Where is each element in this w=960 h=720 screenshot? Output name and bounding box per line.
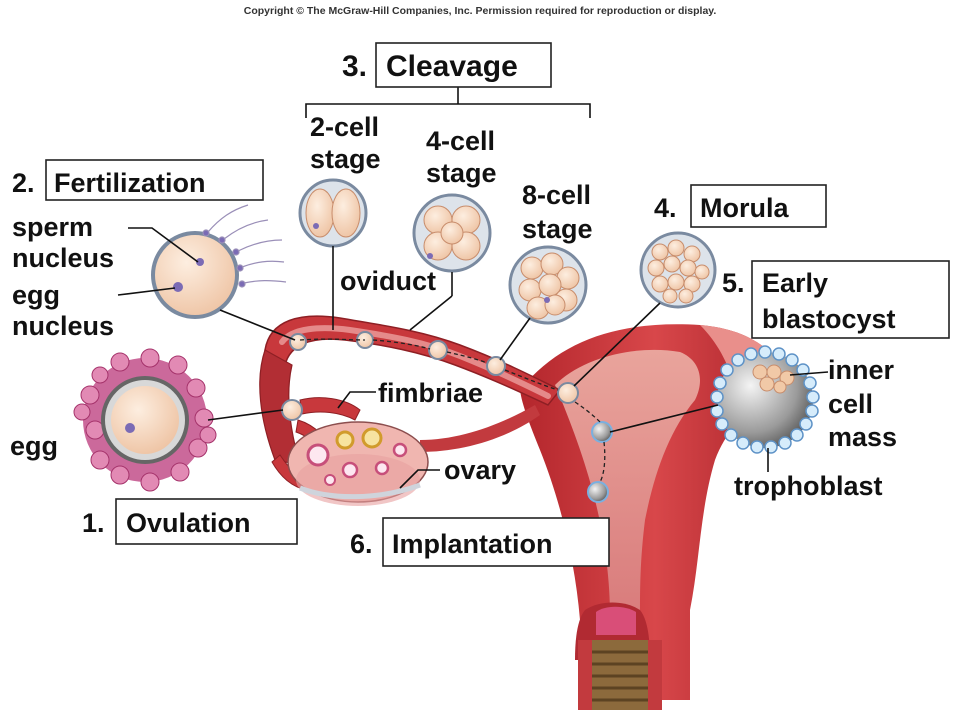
leader-lines — [117, 84, 829, 489]
ovulation-box — [115, 498, 298, 545]
fimbriae-label: fimbriae — [378, 378, 483, 408]
ovary-label: ovary — [444, 455, 516, 485]
two-cell-stage-illustration — [298, 178, 368, 248]
eight-cell-label-line1: 8-cell — [522, 180, 591, 210]
eight-cell-label-line2: stage — [522, 214, 593, 244]
implantation-box — [382, 517, 610, 567]
four-cell-label-line2: stage — [426, 158, 497, 188]
inner-cell-mass-label-line2: cell — [828, 389, 873, 419]
implantation-title: Implantation — [392, 529, 553, 559]
eight-cell-stage-illustration — [508, 245, 588, 325]
ovary-illustration — [287, 421, 429, 506]
ovulation-number: 1. — [82, 508, 105, 538]
sperm-nucleus-label-line1: sperm — [12, 212, 93, 242]
ovulation-title: Ovulation — [126, 508, 251, 538]
morula-title: Morula — [700, 193, 789, 223]
egg-label: egg — [10, 431, 58, 461]
trophoblast-label: trophoblast — [734, 471, 883, 501]
two-cell-label-line2: stage — [310, 144, 381, 174]
four-cell-label-line1: 4-cell — [426, 126, 495, 156]
blastocyst-number: 5. — [722, 268, 745, 298]
two-cell-label-line1: 2-cell — [310, 112, 379, 142]
egg-illustration — [73, 348, 217, 492]
blastocyst-title-line2: blastocyst — [762, 304, 896, 334]
inner-cell-mass-label-line3: mass — [828, 422, 897, 452]
implantation-number: 6. — [350, 529, 373, 559]
cleavage-number: 3. — [342, 50, 367, 83]
morula-number: 4. — [654, 193, 677, 223]
oviduct-label: oviduct — [340, 266, 436, 296]
fertilization-title: Fertilization — [54, 168, 206, 198]
copyright-notice: Copyright © The McGraw-Hill Companies, I… — [244, 5, 717, 17]
fertilization-number: 2. — [12, 168, 35, 198]
egg-nucleus-label-line1: egg — [12, 280, 60, 310]
egg-nucleus-label-line2: nucleus — [12, 311, 114, 341]
inner-cell-mass-label-line1: inner — [828, 355, 895, 385]
blastocyst-title-line1: Early — [762, 268, 828, 298]
morula-illustration — [639, 231, 717, 309]
cleavage-box — [375, 42, 552, 88]
blastocyst-box — [751, 260, 950, 339]
morula-box — [690, 184, 827, 228]
fertilization-box — [45, 159, 264, 201]
fertilized-egg-illustration — [151, 204, 287, 319]
uterus-illustration — [259, 315, 790, 710]
cleavage-title: Cleavage — [386, 50, 518, 83]
four-cell-stage-illustration — [412, 193, 492, 273]
sperm-nucleus-label-line2: nucleus — [12, 243, 114, 273]
embryo-path — [281, 331, 613, 503]
blastocyst-illustration — [710, 345, 820, 454]
